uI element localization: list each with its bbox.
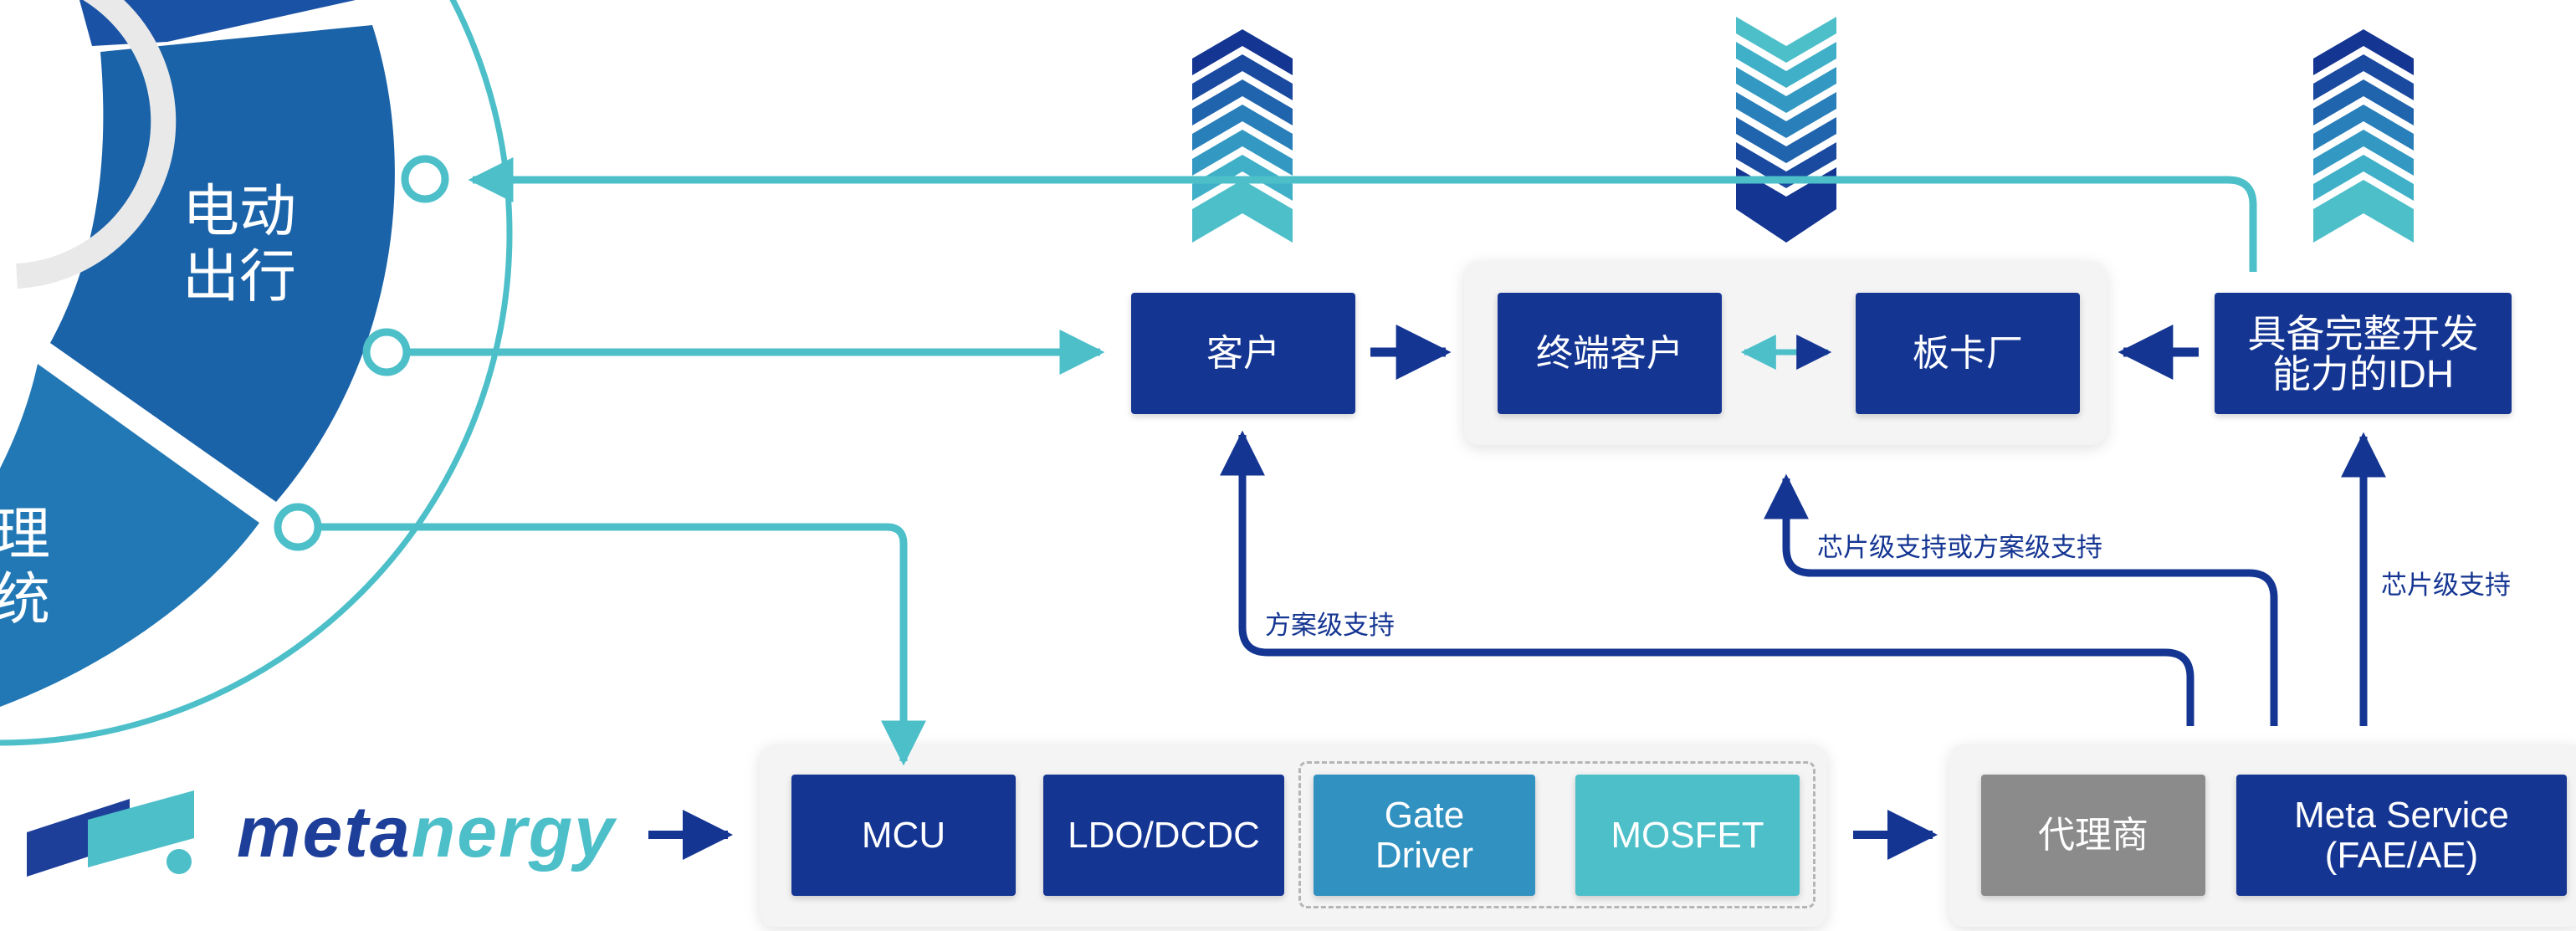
ldo-dcdc-box: LDO/DCDC — [1043, 775, 1284, 896]
wheel-outer-ring — [0, 0, 513, 746]
board-maker-box: 板卡厂 — [1856, 293, 2080, 414]
metanergy-logo: metanergy — [237, 790, 616, 874]
gate-driver-box: Gate Driver — [1314, 775, 1535, 896]
segment-label-partial: 理 统 — [0, 503, 51, 632]
label-chip-support: 芯片级支持 — [2381, 570, 2511, 600]
wheel-segment-bottom — [0, 364, 259, 707]
end-customer-box: 终端客户 — [1498, 293, 1722, 414]
agent-box: 代理商 — [1981, 775, 2205, 896]
chevron-stack-end-customer — [1736, 17, 1836, 243]
mosfet-box: MOSFET — [1575, 775, 1800, 896]
idh-box: 具备完整开发 能力的IDH — [2215, 293, 2512, 414]
customer-box: 客户 — [1131, 293, 1355, 414]
arrow-meta-to-customer — [1220, 430, 2194, 726]
label-chip-or-solution-support: 芯片级支持或方案级支持 — [1817, 533, 2102, 562]
metanergy-logo-mark — [27, 790, 194, 877]
arrow-wheel-to-mcu — [318, 523, 926, 766]
label-solution-support: 方案级支持 — [1265, 611, 1395, 640]
wheel-inner-ring — [16, 0, 177, 289]
chevron-stack-idh — [2313, 29, 2414, 243]
driver-group-outline — [1298, 761, 1815, 908]
arrow-idh-to-ev — [468, 157, 2257, 272]
segment-label-ev: 电动 出行 — [182, 180, 297, 309]
logo-text-meta: meta — [237, 792, 412, 872]
wheel-segment-ev — [50, 25, 395, 502]
arrow-meta-to-board — [1764, 473, 2278, 726]
wheel-node-1 — [401, 155, 449, 203]
logo-text-nergy: nergy — [411, 792, 616, 872]
chevron-stack-customer — [1192, 29, 1293, 243]
meta-service-box: Meta Service (FAE/AE) — [2236, 775, 2567, 896]
mcu-box: MCU — [791, 775, 1016, 896]
